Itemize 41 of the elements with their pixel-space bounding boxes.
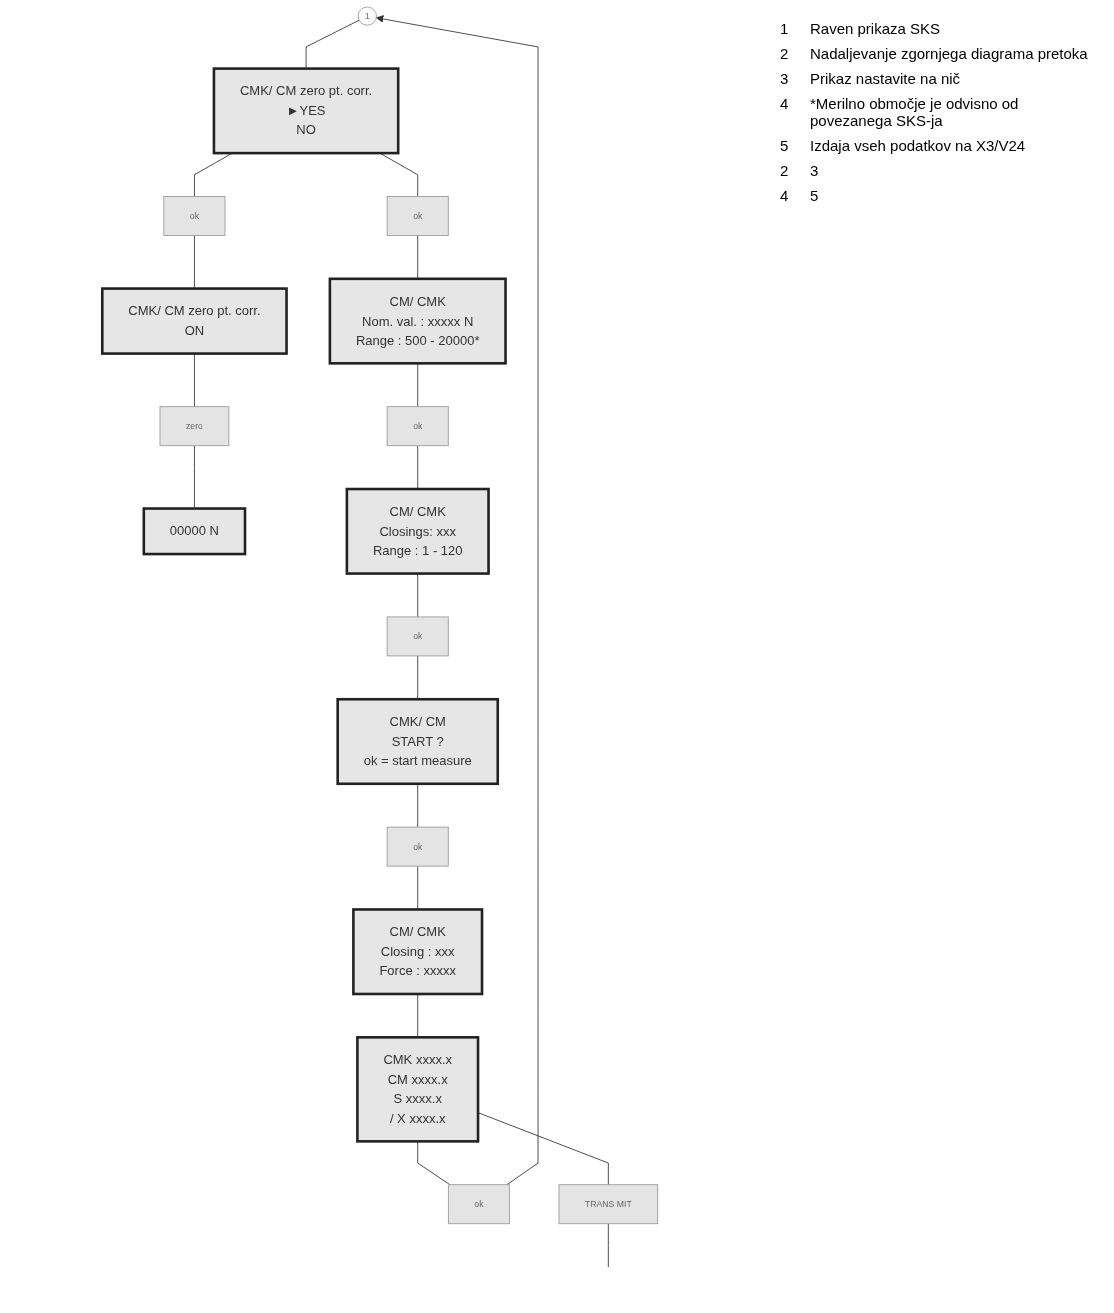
connector: [417, 655, 419, 700]
connector: [417, 573, 419, 618]
node-box: CMK/ CM zero pt. corr. ►YES NO: [212, 67, 400, 155]
node-box: TRANS MIT: [558, 1184, 659, 1225]
connector: [417, 445, 419, 490]
key-number: 5: [780, 137, 790, 154]
node-box: CMK/ CM zero pt. corr. ON: [101, 287, 288, 355]
node-box: ok: [386, 406, 449, 447]
key-number: 1: [780, 20, 790, 37]
node-box: ok: [386, 826, 449, 867]
node-box: CMK xxxx.x CM xxxx.x S xxxx.x / X xxxx.x: [356, 1036, 480, 1143]
key-number: 2: [780, 162, 790, 179]
connector: [417, 865, 419, 910]
key-text: Nadaljevanje zgornjega diagrama pretoka: [810, 45, 1088, 62]
node-box: CM/ CMK Nom. val. : xxxxx N Range : 500 - 20000*: [328, 277, 507, 365]
key-text: Prikaz nastavite na nič: [810, 70, 961, 87]
node-box: ok: [386, 616, 449, 657]
key-text: 3: [810, 162, 819, 179]
node-box: ok: [386, 196, 449, 236]
connector: [194, 353, 195, 408]
key-text: Izdaja vseh podatkov na X3/V24: [810, 137, 1026, 154]
node-circle: 1: [357, 6, 377, 26]
key-number: 4: [780, 95, 790, 114]
node-box: CMK/ CM START ? ok = start measure: [336, 697, 500, 786]
connector: [417, 993, 419, 1038]
key-text: *Merilno območje je odvisno od povezanega SKS-ja: [810, 95, 1020, 129]
node-box: zero: [159, 406, 230, 447]
connector: [417, 783, 419, 828]
connector: [194, 235, 195, 289]
node-box: CM/ CMK Closings: xxx Range : 1 - 120: [345, 487, 490, 575]
node-box: CM/ CMK Closing : xxx Force : xxxxx: [352, 908, 484, 996]
key-number: 4: [780, 187, 790, 204]
key-text: Raven prikaza SKS: [810, 20, 941, 37]
node-box: ok: [447, 1184, 510, 1225]
key-number: 3: [780, 70, 790, 87]
key-number: 2: [780, 45, 790, 62]
node-box: 00000 N: [142, 507, 247, 556]
connector: [607, 1223, 609, 1268]
key-text: 5: [810, 187, 819, 204]
node-box: ok: [163, 196, 226, 236]
connector: [194, 445, 195, 509]
